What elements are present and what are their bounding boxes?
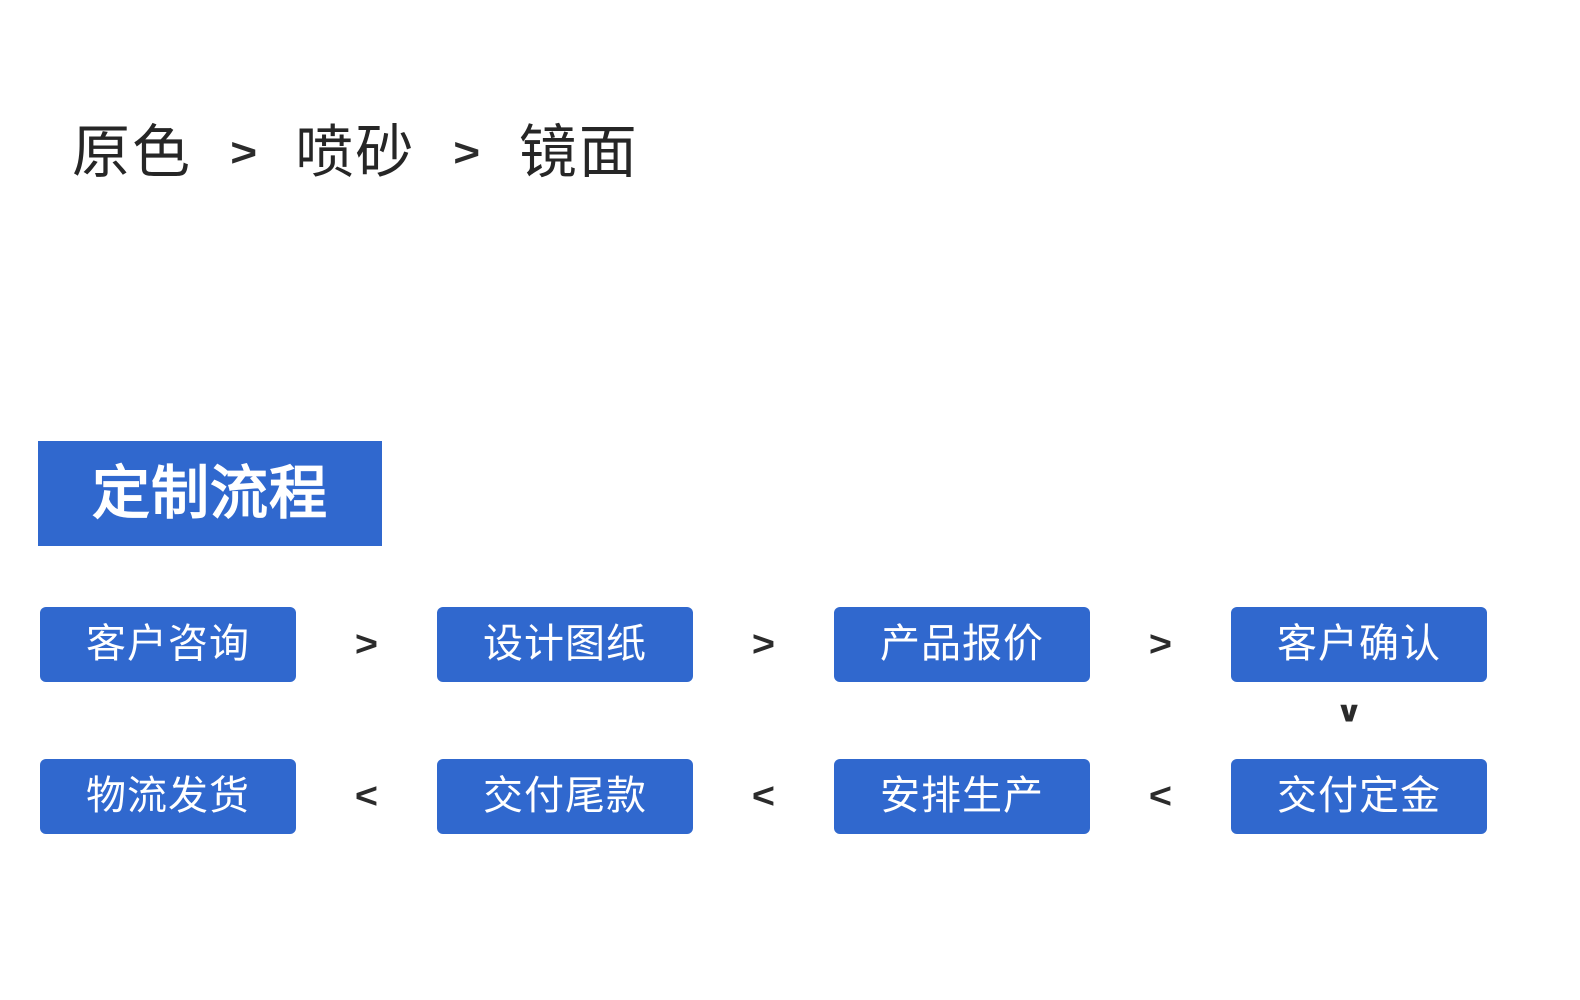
section-heading-label: 定制流程	[91, 460, 328, 526]
flow-step-design-drawing[interactable]: 设计图纸	[437, 606, 693, 682]
arrow-left-icon: <	[354, 775, 379, 816]
flow-step-label: 安排生产	[880, 774, 1044, 818]
flow-step-logistics-shipping[interactable]: 物流发货	[40, 758, 296, 834]
flow-step-customer-confirm[interactable]: 客户确认	[1231, 606, 1487, 682]
flow-step-label: 交付定金	[1277, 774, 1441, 818]
flow-step-customer-inquiry[interactable]: 客户咨询	[40, 606, 296, 682]
flow-step-arrange-production[interactable]: 安排生产	[834, 758, 1090, 834]
flow-step-label: 客户确认	[1277, 622, 1441, 666]
arrow-left-icon: <	[751, 775, 776, 816]
flow-step-final-payment[interactable]: 交付尾款	[437, 758, 693, 834]
flow-step-label: 设计图纸	[483, 622, 647, 666]
arrow-right-icon: >	[354, 623, 379, 664]
flow-step-label: 客户咨询	[86, 622, 250, 666]
arrow-right-icon: >	[751, 623, 776, 664]
flow-step-label: 物流发货	[86, 774, 250, 818]
finish-option-yuanse: 原色	[72, 120, 193, 185]
arrow-right-icon: >	[1148, 623, 1173, 664]
chevron-right-icon: >	[230, 131, 258, 175]
arrow-left-icon: <	[1148, 775, 1173, 816]
flow-step-pay-deposit[interactable]: 交付定金	[1231, 758, 1487, 834]
customization-flow-diagram: 客户咨询 > 设计图纸 > 产品报价 > 客户确认 物流发货 < 交付尾款	[0, 604, 1580, 836]
arrow-down-icon: ∨	[1335, 695, 1363, 729]
finish-option-jingmian: 镜面	[518, 120, 639, 185]
section-heading-badge: 定制流程	[38, 441, 382, 546]
finish-option-pensha: 喷砂	[295, 120, 416, 185]
flow-step-label: 交付尾款	[483, 774, 647, 818]
finish-options-row: 原色 > 喷砂 > 镜面	[72, 124, 639, 182]
flow-row-two: 物流发货 < 交付尾款 < 安排生产 < 交付定金	[0, 756, 1580, 836]
flow-row-one: 客户咨询 > 设计图纸 > 产品报价 > 客户确认	[0, 604, 1580, 684]
chevron-right-icon: >	[453, 131, 481, 175]
flow-step-product-quote[interactable]: 产品报价	[834, 606, 1090, 682]
flow-step-label: 产品报价	[880, 622, 1044, 666]
